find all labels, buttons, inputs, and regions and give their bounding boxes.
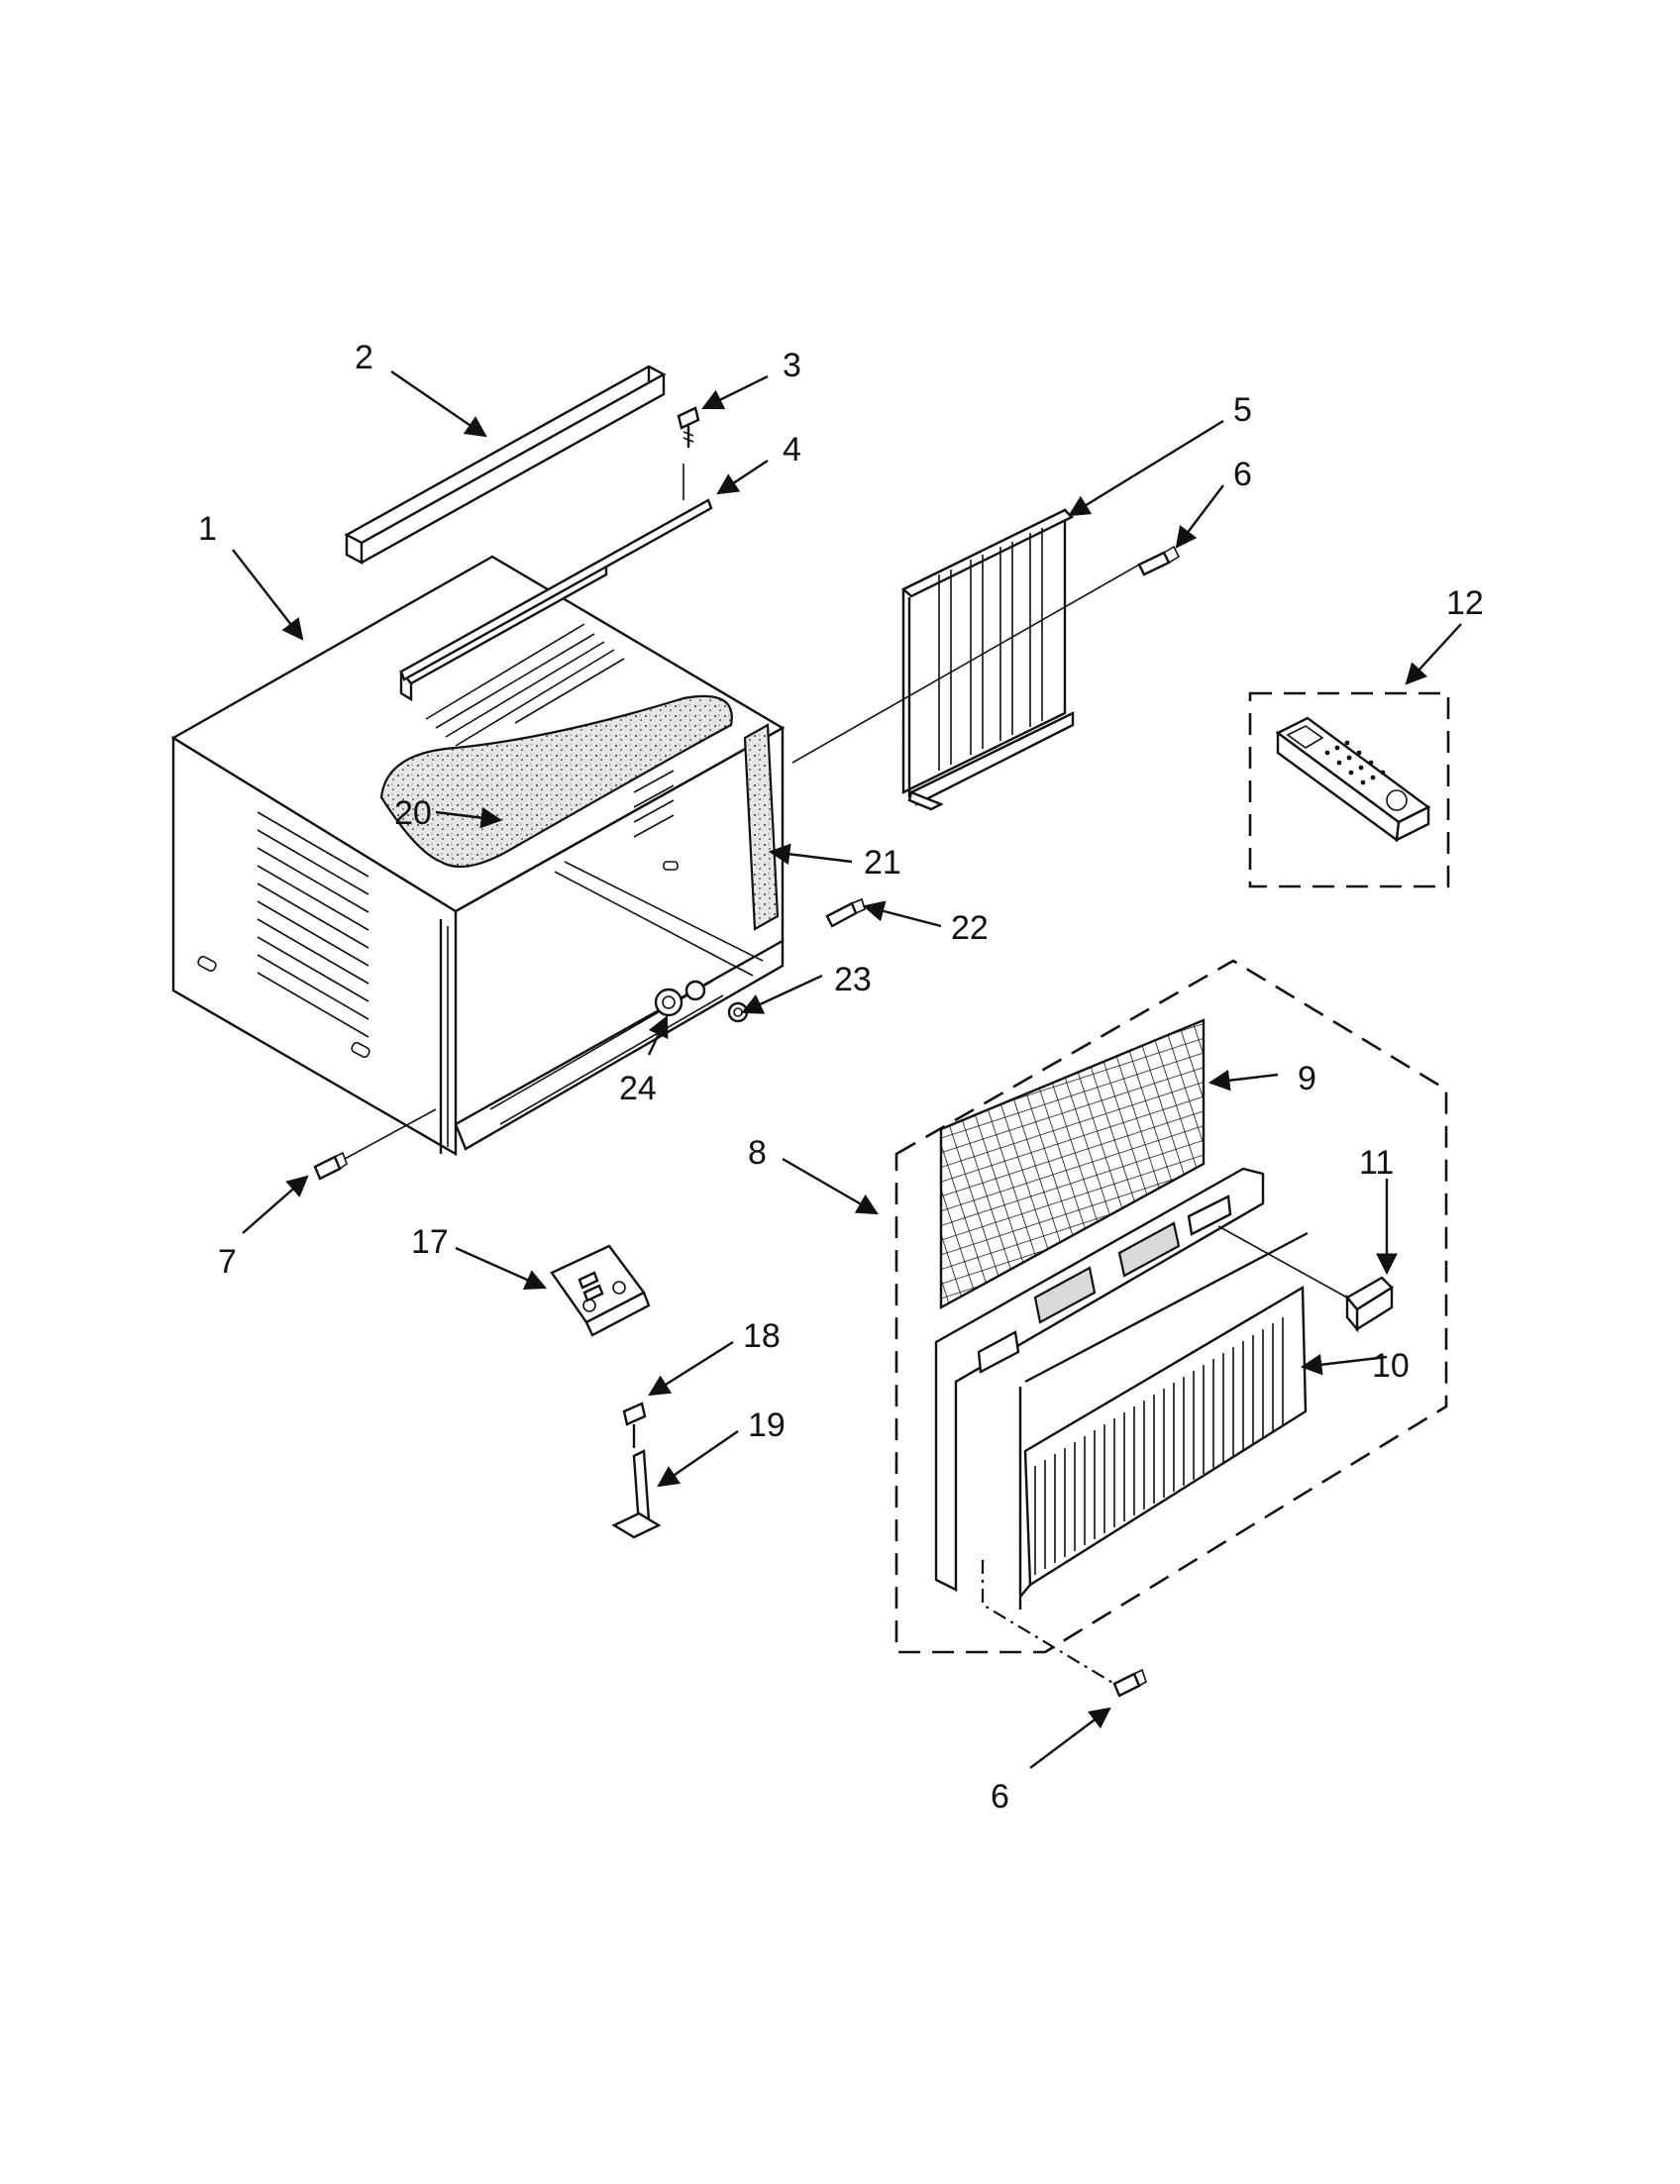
side-foam-strip: [743, 723, 780, 931]
callout-4: 4: [783, 431, 801, 468]
screw-part22: [825, 897, 866, 928]
screw-part6-bottom: [1112, 1668, 1147, 1698]
rear-grille-panel: [900, 508, 1075, 811]
leader-arrows: [232, 370, 1462, 1769]
top-foam-seal: [379, 694, 733, 869]
assembly-line-part6-bottom: [981, 1560, 1115, 1685]
front-panel-assembly-boundary: [894, 959, 1448, 1654]
screw-part6-top: [1137, 545, 1181, 576]
screw-part3: [677, 406, 700, 448]
top-rail: [344, 364, 667, 565]
assembly-line-part5: [791, 564, 1140, 764]
drain-plug: [654, 988, 683, 1017]
assembly-line-part7: [344, 1108, 437, 1160]
callout-labels: 1 2 3 4 5 6 6 7 8 9 10 11 12 17 18 19 20…: [198, 339, 1484, 1816]
filter-mesh: [939, 1018, 1206, 1310]
callout-2: 2: [355, 339, 373, 376]
callout-3: 3: [783, 347, 801, 384]
louvered-grille: [1019, 1285, 1308, 1598]
screw-part18: [622, 1402, 647, 1448]
callout-5: 5: [1233, 391, 1252, 429]
callout-9: 9: [1298, 1060, 1316, 1097]
small-vent-knob: [1345, 1276, 1394, 1333]
front-panel-frame: [934, 1167, 1309, 1610]
callout-24: 24: [619, 1070, 657, 1107]
channel-strip: [399, 498, 713, 681]
remote-control-group: [1248, 691, 1450, 888]
callout-22: 22: [951, 909, 989, 947]
callout-19: 19: [748, 1406, 786, 1444]
callout-21: 21: [864, 844, 901, 882]
assembly-line-part11: [1217, 1225, 1348, 1299]
callout-20: 20: [394, 794, 432, 832]
callout-11: 11: [1359, 1144, 1394, 1182]
callout-18: 18: [743, 1317, 781, 1355]
callout-6-top: 6: [1233, 456, 1252, 493]
callout-23: 23: [834, 961, 872, 998]
callout-6-bottom: 6: [991, 1778, 1009, 1816]
callout-17: 17: [411, 1223, 449, 1261]
callout-10: 10: [1372, 1347, 1410, 1385]
callout-1: 1: [198, 510, 217, 548]
callout-8: 8: [748, 1134, 767, 1172]
callout-7: 7: [218, 1243, 237, 1281]
mounting-bracket-kit: [550, 1244, 651, 1337]
callout-12: 12: [1446, 584, 1484, 622]
l-bracket: [611, 1449, 662, 1539]
screw-part7: [313, 1151, 348, 1181]
